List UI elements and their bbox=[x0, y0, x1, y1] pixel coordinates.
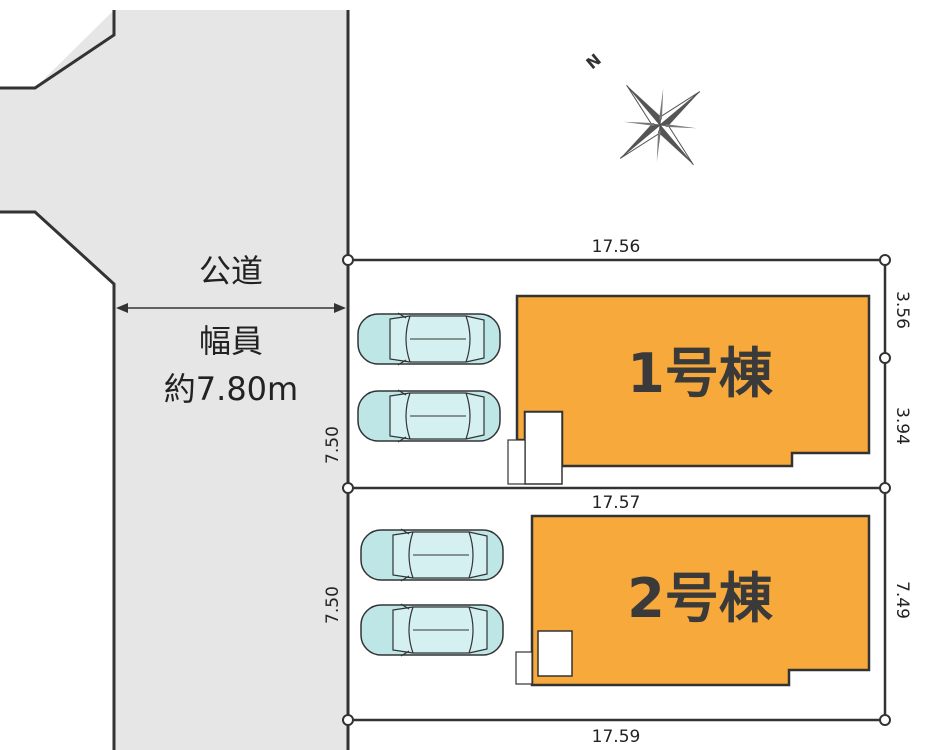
car-icon bbox=[357, 312, 501, 366]
building-1-label: 1号棟 bbox=[627, 342, 774, 405]
road-label: 公道 bbox=[199, 252, 263, 290]
dimension-right-upper: 3.56 bbox=[892, 291, 912, 329]
dimension-bottom: 17.59 bbox=[592, 727, 641, 747]
road-edge-left bbox=[0, 10, 116, 90]
building-2-label: 2号棟 bbox=[627, 567, 774, 630]
road-edge-left-lower bbox=[0, 210, 116, 750]
lot-boundaries bbox=[348, 258, 887, 722]
dimension-lot2-depth: 7.50 bbox=[323, 586, 343, 624]
road-width-label: 幅員 bbox=[199, 322, 263, 360]
building-1-steps bbox=[507, 439, 526, 485]
road-width-value: 約7.80m bbox=[164, 370, 298, 408]
dimension-lot1-depth: 7.50 bbox=[323, 426, 343, 464]
dimension-middle: 17.57 bbox=[592, 493, 641, 513]
compass-north-label: N bbox=[582, 50, 604, 73]
car-icon bbox=[360, 603, 504, 657]
boundary-markers bbox=[342, 254, 891, 726]
dimension-right-lower: 3.94 bbox=[892, 407, 912, 445]
building-2-steps bbox=[515, 651, 533, 685]
building-2-entrance bbox=[537, 630, 573, 677]
dimension-top: 17.56 bbox=[592, 237, 641, 257]
road-area bbox=[0, 10, 348, 750]
dimension-right-lot2: 7.49 bbox=[892, 581, 912, 619]
compass-icon bbox=[619, 84, 701, 166]
road-width-arrow bbox=[116, 303, 346, 313]
car-icon bbox=[360, 528, 504, 582]
building-1-entrance bbox=[524, 411, 563, 485]
building-2 bbox=[530, 514, 871, 687]
car-icon bbox=[357, 389, 501, 443]
